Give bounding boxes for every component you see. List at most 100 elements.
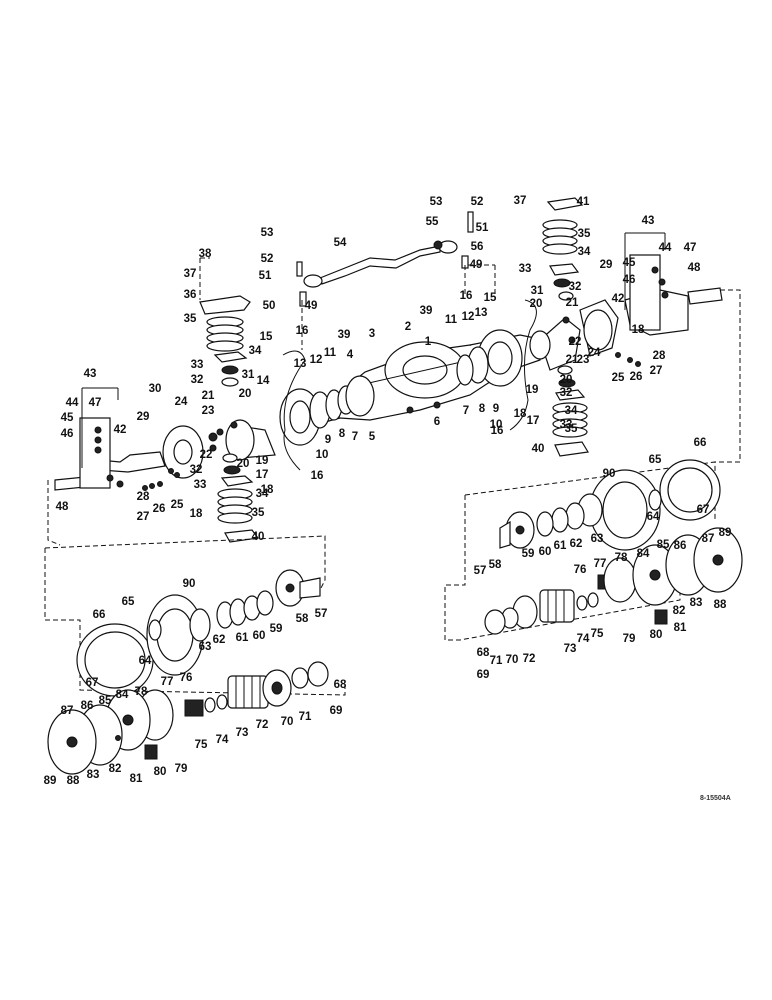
part-label-15-1: 15: [260, 331, 273, 343]
part-label-18-1: 18: [261, 484, 274, 496]
part-label-44-2: 44: [659, 242, 672, 254]
part-label-83-1: 83: [87, 769, 100, 781]
left-hub-group-drawing: [44, 535, 346, 775]
part-label-39-1: 39: [338, 329, 351, 341]
part-label-34-1: 34: [249, 345, 262, 357]
part-label-77-2: 77: [594, 558, 607, 570]
part-label-30-1: 30: [149, 383, 162, 395]
part-label-47-2: 47: [684, 242, 697, 254]
part-label-39-2: 39: [420, 305, 433, 317]
part-label-88-1: 88: [67, 775, 80, 787]
part-label-70-2: 70: [506, 654, 519, 666]
part-label-76-1: 76: [180, 672, 193, 684]
part-label-29-2: 29: [600, 259, 613, 271]
part-label-25-1: 25: [171, 499, 184, 511]
part-label-69-2: 69: [477, 669, 490, 681]
part-label-18-2: 18: [190, 508, 203, 520]
part-label-43-2: 43: [642, 215, 655, 227]
part-label-58-1: 58: [296, 613, 309, 625]
part-label-86-1: 86: [81, 700, 94, 712]
part-label-20-1: 20: [239, 388, 252, 400]
part-label-24-2: 24: [588, 347, 601, 359]
part-label-59-2: 59: [522, 548, 535, 560]
part-label-68-1: 68: [334, 679, 347, 691]
part-label-48-1: 48: [56, 501, 69, 513]
part-label-7-1: 7: [352, 431, 358, 443]
part-label-13-2: 13: [475, 307, 488, 319]
part-label-26-1: 26: [153, 503, 166, 515]
part-label-42-1: 42: [114, 424, 127, 436]
part-label-72-2: 72: [523, 653, 536, 665]
part-label-34-2: 34: [256, 488, 269, 500]
part-label-84-1: 84: [116, 689, 129, 701]
part-label-33-4: 33: [560, 419, 573, 431]
part-label-74-1: 74: [216, 734, 229, 746]
part-label-2-1: 2: [405, 321, 411, 333]
right-hub-group-drawing: [444, 459, 743, 641]
part-label-31-1: 31: [242, 369, 255, 381]
part-label-44-1: 44: [66, 397, 79, 409]
part-label-69-1: 69: [330, 705, 343, 717]
part-label-87-1: 87: [61, 705, 74, 717]
part-label-83-2: 83: [690, 597, 703, 609]
part-label-80-1: 80: [154, 766, 167, 778]
part-label-82-1: 82: [109, 763, 122, 775]
part-label-59-1: 59: [270, 623, 283, 635]
part-label-37-2: 37: [514, 195, 527, 207]
part-label-86-2: 86: [674, 540, 687, 552]
part-label-16-1: 16: [296, 325, 309, 337]
part-label-63-2: 63: [591, 533, 604, 545]
part-label-13-1: 13: [294, 358, 307, 370]
part-label-12-2: 12: [462, 311, 475, 323]
part-label-73-2: 73: [564, 643, 577, 655]
part-label-48-2: 48: [688, 262, 701, 274]
part-label-82-2: 82: [673, 605, 686, 617]
part-label-12-1: 12: [310, 354, 323, 366]
part-label-23-2: 23: [577, 354, 590, 366]
part-label-40-1: 40: [252, 531, 265, 543]
part-label-15-2: 15: [484, 292, 497, 304]
part-label-11-1: 11: [324, 347, 337, 359]
part-label-43-1: 43: [84, 368, 97, 380]
part-label-9-2: 9: [493, 403, 499, 415]
part-label-35-2: 35: [252, 507, 265, 519]
part-label-3-1: 3: [369, 328, 375, 340]
part-label-32-2: 32: [190, 464, 203, 476]
part-label-20-3: 20: [530, 298, 543, 310]
part-label-53-2: 53: [430, 196, 443, 208]
part-label-24-1: 24: [175, 396, 188, 408]
part-label-49-2: 49: [470, 259, 483, 271]
part-label-62-2: 62: [570, 538, 583, 550]
part-label-8-2: 8: [479, 403, 486, 415]
part-label-90-2: 90: [603, 468, 616, 480]
part-label-73-1: 73: [236, 727, 249, 739]
part-label-42-2: 42: [612, 293, 625, 305]
part-label-31-2: 31: [531, 285, 544, 297]
part-label-62-1: 62: [213, 634, 226, 646]
part-label-38-1: 38: [199, 248, 212, 260]
part-label-28-1: 28: [137, 491, 150, 503]
part-label-37-1: 37: [184, 268, 197, 280]
part-label-16-3: 16: [460, 290, 473, 302]
part-label-50-1: 50: [263, 300, 276, 312]
part-label-61-1: 61: [236, 632, 249, 644]
part-label-57-2: 57: [474, 565, 487, 577]
part-label-78-2: 78: [615, 552, 628, 564]
part-label-87-2: 87: [702, 533, 715, 545]
drawing-reference: 8-15504A: [700, 795, 731, 802]
part-label-54-1: 54: [334, 237, 347, 249]
part-label-19-2: 19: [526, 384, 539, 396]
part-label-35-1: 35: [184, 313, 197, 325]
part-label-64-2: 64: [647, 511, 660, 523]
part-label-85-2: 85: [657, 539, 670, 551]
part-label-56-1: 56: [471, 241, 484, 253]
part-label-84-2: 84: [637, 548, 650, 560]
part-label-6-1: 6: [434, 416, 440, 428]
part-label-10-1: 10: [316, 449, 329, 461]
part-label-60-1: 60: [253, 630, 266, 642]
part-label-70-1: 70: [281, 716, 294, 728]
part-label-5-1: 5: [369, 431, 376, 443]
part-label-29-1: 29: [137, 411, 150, 423]
part-label-7-2: 7: [463, 405, 469, 417]
left-spring-stack-drawing: [199, 295, 260, 543]
